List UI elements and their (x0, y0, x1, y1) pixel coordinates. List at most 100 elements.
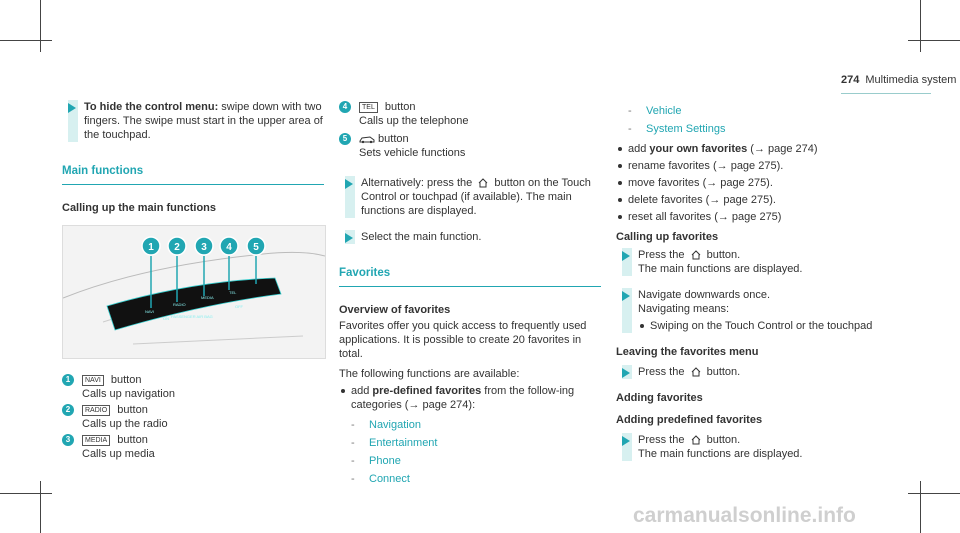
callout-2: 2 (174, 242, 180, 253)
figure-label-tel: TEL (229, 290, 237, 295)
instruction-text: button on the Touch Control or touchpad … (361, 177, 591, 217)
item-label: button (375, 133, 409, 145)
category-link[interactable]: System Settings (616, 122, 878, 136)
instruction-text: swipe down with two fingers. The swipe m… (84, 101, 323, 141)
subtitle-adding-predefined: Adding predefined favorites (616, 414, 763, 426)
item-navi: 1 NAVI button Calls up navigation (62, 373, 324, 401)
navigate-bullets: Swiping on the Touch Control or the touc… (638, 319, 878, 333)
bullet-item: Swiping on the Touch Control or the touc… (638, 319, 878, 333)
console-illustration: NAVI RADIO MEDIA TEL PASSENGER AIR BAG O… (63, 236, 325, 345)
header-rule (841, 93, 931, 94)
function-bullets: add your own favorites (→ page 274) rena… (616, 142, 878, 224)
instruction-bar (622, 288, 632, 333)
bullet-item: delete favorites (→ page 275). (616, 193, 878, 207)
item-desc: Sets vehicle functions (359, 147, 466, 159)
category-link[interactable]: Entertainment (339, 436, 601, 450)
bullet-item: add pre-defined favorites from the follo… (339, 384, 601, 412)
column-3: Vehicle System Settings add your own fav… (616, 100, 878, 473)
callout-3: 3 (201, 242, 207, 253)
instruction-arrow-icon (622, 291, 630, 301)
category-list: Navigation Entertainment Phone Connect (339, 418, 601, 486)
console-figure: NAVI RADIO MEDIA TEL PASSENGER AIR BAG O… (62, 225, 326, 359)
page-number: 274 (841, 74, 860, 86)
category-link[interactable]: Navigation (339, 418, 601, 432)
category-link[interactable]: Vehicle (616, 104, 878, 118)
instruction-arrow-icon (622, 436, 630, 446)
home-icon (691, 435, 700, 445)
callout-1: 1 (148, 242, 154, 253)
bullet-item: rename favorites (→ page 275). (616, 159, 878, 173)
item-desc: Calls up media (82, 448, 155, 460)
section-name: Multimedia system (865, 74, 957, 86)
radio-key-icon: RADIO (82, 404, 111, 416)
page-header: 274 Multimedia system (841, 74, 956, 86)
item-media: 3 MEDIA button Calls up media (62, 433, 324, 461)
crop-mark (0, 493, 52, 494)
item-number: 5 (339, 133, 351, 145)
category-link[interactable]: Connect (339, 472, 601, 486)
crop-mark (0, 40, 52, 41)
crop-mark (920, 481, 921, 533)
instruction-hide-menu: To hide the control menu: swipe down wit… (62, 100, 324, 142)
home-icon (478, 178, 488, 188)
bullet-item: reset all favorites (→ page 275) (616, 210, 878, 224)
instruction-arrow-icon (622, 251, 630, 261)
navi-key-icon: NAVI (82, 374, 104, 386)
item-label: button (381, 101, 416, 113)
figure-label-navi: NAVI (145, 309, 154, 314)
subtitle-calling-main: Calling up the main functions (62, 202, 216, 214)
bullet-item: move favorites (→ page 275). (616, 176, 878, 190)
figure-callouts: 1 2 3 4 5 (141, 236, 266, 256)
item-number: 4 (339, 101, 351, 113)
instruction-text: Alternatively: press the (361, 177, 476, 189)
bullet-item: add your own favorites (→ page 274) (616, 142, 878, 156)
figure-label-radio: RADIO (173, 302, 186, 307)
category-list-cont: Vehicle System Settings (616, 104, 878, 136)
tel-key-icon: TEL (359, 101, 378, 113)
instruction-navigate: Navigate downwards once. Navigating mean… (616, 288, 878, 333)
item-label: button (114, 434, 148, 446)
crop-mark (908, 40, 960, 41)
item-desc: Calls up the radio (82, 418, 168, 430)
crop-mark (908, 493, 960, 494)
section-title-main-functions: Main functions (62, 164, 324, 185)
instruction-arrow-icon (68, 103, 76, 113)
column-1: To hide the control menu: swipe down wit… (62, 100, 326, 463)
subtitle-overview: Overview of favorites (339, 304, 451, 316)
instruction-arrow-icon (622, 368, 630, 378)
item-number: 3 (62, 434, 74, 446)
instruction-bar (622, 433, 632, 461)
item-number: 1 (62, 374, 74, 386)
instruction-arrow-icon (345, 179, 353, 189)
home-icon (691, 367, 700, 377)
paragraph-available: The following functions are available: (339, 368, 520, 380)
section-title-favorites: Favorites (339, 266, 601, 287)
crop-mark (920, 0, 921, 52)
item-desc: Calls up navigation (82, 388, 175, 400)
subtitle-adding: Adding favorites (616, 392, 703, 404)
callout-5: 5 (253, 242, 259, 253)
category-link[interactable]: Phone (339, 454, 601, 468)
item-tel: 4 TEL button Calls up the telephone (339, 100, 601, 128)
figure-label-passenger: PASSENGER AIR BAG (171, 314, 213, 319)
callout-4: 4 (226, 242, 232, 253)
column-2: 4 TEL button Calls up the telephone 5 bu… (339, 100, 601, 492)
instruction-bar (68, 100, 78, 142)
instruction-bar (345, 176, 355, 218)
instruction-select: Select the main function. (339, 230, 601, 244)
instruction-text: Select the main function. (361, 231, 482, 243)
crop-mark (40, 0, 41, 52)
item-vehicle: 5 button Sets vehicle functions (339, 132, 601, 160)
subtitle-leaving: Leaving the favorites menu (616, 346, 759, 358)
media-key-icon: MEDIA (82, 434, 111, 446)
bullet-list: add pre-defined favorites from the follo… (339, 384, 601, 412)
crop-mark (40, 481, 41, 533)
instruction-alternatively: Alternatively: press the button on the T… (339, 176, 601, 218)
paragraph-intro: Favorites offer you quick access to freq… (339, 320, 587, 360)
watermark: carmanualsonline.info (633, 504, 856, 527)
car-icon (359, 136, 375, 143)
instruction-bold: To hide the control menu: (84, 101, 219, 113)
item-label: button (107, 374, 142, 386)
item-label: button (114, 404, 148, 416)
item-desc: Calls up the telephone (359, 115, 469, 127)
